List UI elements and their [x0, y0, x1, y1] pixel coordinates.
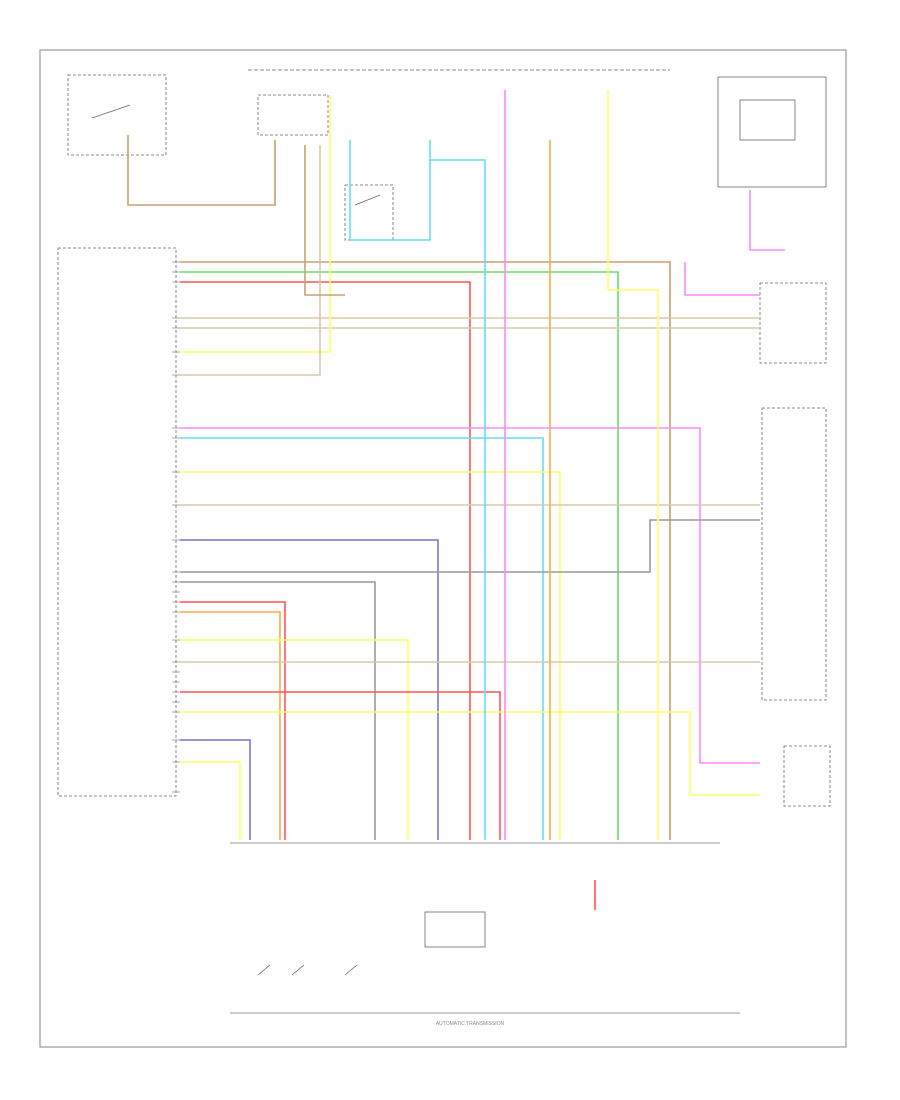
wire-yellow-352: [180, 95, 331, 353]
wire-red-692: [180, 691, 501, 840]
wire-brown-ignition: [127, 135, 276, 206]
ignition-switch-contact: [91, 104, 131, 119]
wire-yellow-top: [607, 90, 659, 840]
speed-control-module-box: [761, 407, 827, 701]
wire-gray-572: [180, 519, 760, 573]
wire-brown-dlc: [304, 145, 345, 296]
wire-red-top: [180, 281, 471, 840]
wire-pink-cluster: [749, 190, 785, 251]
wire-red-602: [180, 601, 286, 840]
instrument-cluster-inner: [739, 99, 796, 141]
wire-tan-375: [180, 145, 321, 376]
instrument-cluster-box: [717, 76, 827, 188]
tcm-module-box: [57, 247, 177, 797]
wire-lightblue-438: [180, 437, 544, 840]
footer: AUTOMATIC TRANSMISSION: [436, 1021, 505, 1027]
data-link-connector-box: [257, 94, 329, 136]
diagram-border: [39, 49, 847, 1048]
wire-yellow-762: [180, 761, 241, 840]
ignition-switch-box: [67, 74, 167, 156]
wire-green-top: [180, 271, 619, 840]
wire-lightblue-loop: [349, 140, 431, 241]
footer-label: AUTOMATIC TRANSMISSION: [436, 1021, 505, 1027]
connector-lines: [230, 842, 740, 1014]
wire-brown-top: [180, 261, 671, 840]
wire-blue-740: [180, 739, 251, 840]
pressure-switch: [344, 964, 358, 976]
wire-yellow-640: [180, 639, 409, 840]
ecm-module-box: [759, 282, 827, 364]
tcm-pins: [172, 261, 180, 793]
output-speed-sensor-box: [783, 745, 831, 807]
transmission-sensor-box: [424, 911, 486, 948]
wire-lightblue-top: [429, 140, 486, 840]
wires: [127, 90, 785, 910]
wire-yellow-472: [180, 471, 561, 840]
wire-orange-612: [180, 611, 281, 840]
wire-pink-428: [180, 427, 760, 764]
wire-gray-582: [180, 581, 376, 840]
top-components: [67, 69, 827, 241]
wire-yellow-712: [180, 711, 760, 796]
pressure-switch: [257, 964, 271, 976]
tcm-and-right-modules: [57, 247, 831, 807]
pressure-switch: [291, 964, 305, 976]
bottom-components: [257, 911, 486, 976]
fuse-block-box: [344, 184, 394, 241]
fuse-block-switch: [354, 194, 381, 206]
wire-blue-540: [180, 539, 439, 840]
wire-pink-ecm: [684, 262, 760, 296]
